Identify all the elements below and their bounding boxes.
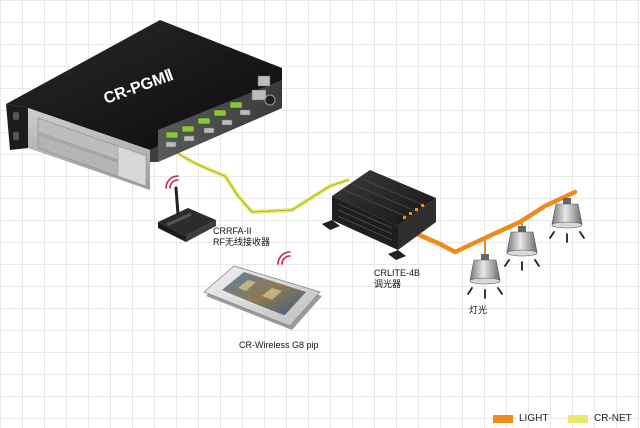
dimmer-model-label: CRLITE-4B <box>374 268 421 278</box>
legend-label-light: LIGHT <box>519 413 549 424</box>
rf-wifi-icon <box>165 175 179 189</box>
rf-receiver-model-label: CRRFA-II <box>213 226 252 236</box>
rf-receiver <box>158 186 216 242</box>
legend-swatch-light <box>493 414 513 423</box>
legend-item-light: LIGHT <box>493 413 548 424</box>
light-fixture-1 <box>467 254 503 299</box>
light-fixture-2 <box>504 226 540 271</box>
cr-pgm-controller: CR-PGMⅡ <box>6 20 282 190</box>
legend-item-crnet: CR-NET <box>568 413 632 424</box>
crnet-cable <box>166 144 350 214</box>
panel-label: CR-Wireless G8 pip <box>239 340 319 350</box>
rf-receiver-desc-label: RF无线接收器 <box>213 237 270 247</box>
light-fixture-3 <box>549 198 585 243</box>
panel-wifi-icon <box>277 251 291 265</box>
legend-swatch-crnet <box>568 414 588 423</box>
wireless-panel <box>203 265 322 330</box>
dimmer-desc-label: 调光器 <box>374 279 402 289</box>
lights-label: 灯光 <box>469 305 488 315</box>
crlite-dimmer <box>322 170 436 260</box>
legend-label-crnet: CR-NET <box>594 413 632 424</box>
